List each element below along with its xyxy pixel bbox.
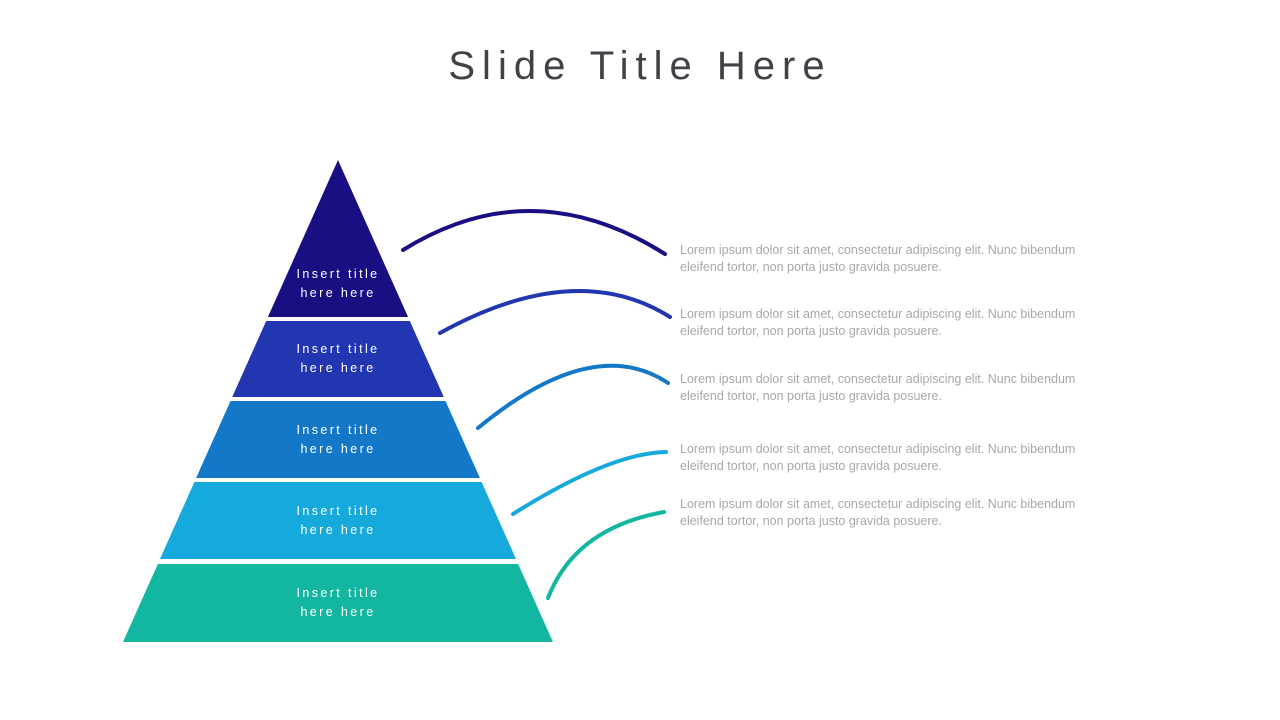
- pyramid-level-5-label-line2: here here: [300, 605, 376, 619]
- level-description-5: Lorem ipsum dolor sit amet, consectetur …: [680, 497, 1076, 528]
- pyramid-level-1-label: Insert title here here: [297, 265, 380, 303]
- pyramid-level-5-label: Insert title here here: [297, 584, 380, 622]
- pyramid-level-4-label-line2: here here: [300, 522, 376, 537]
- connector-arc-5: [546, 510, 666, 600]
- pyramid-level-2-label-line1: Insert title: [296, 342, 380, 356]
- slide-title: Slide Title Here: [448, 44, 832, 88]
- pyramid: Insert title here here Insert title here…: [123, 160, 553, 642]
- pyramid-level-3: Insert title here here: [196, 401, 480, 478]
- pyramid-level-2-label-line2: here here: [300, 361, 376, 375]
- pyramid-level-4-label: Insert title here here: [297, 502, 380, 540]
- pyramid-level-2-label: Insert title here here: [297, 340, 380, 378]
- level-description-2: Lorem ipsum dolor sit amet, consectetur …: [680, 307, 1076, 338]
- pyramid-level-1-label-line2: here here: [300, 286, 376, 300]
- pyramid-level-5: Insert title here here: [123, 564, 553, 642]
- pyramid-level-5-label-line1: Insert title: [296, 586, 380, 600]
- pyramid-level-4: Insert title here here: [159, 482, 517, 559]
- pyramid-level-1-label-line1: Insert title: [296, 267, 380, 281]
- level-description-4: Lorem ipsum dolor sit amet, consectetur …: [680, 442, 1076, 473]
- pyramid-level-3-label: Insert title here here: [297, 421, 380, 459]
- level-description-1: Lorem ipsum dolor sit amet, consectetur …: [680, 243, 1076, 274]
- level-description-3: Lorem ipsum dolor sit amet, consectetur …: [680, 372, 1076, 403]
- pyramid-level-1: Insert title here here: [267, 160, 409, 317]
- pyramid-level-4-label-line1: Insert title: [296, 503, 380, 518]
- pyramid-level-2: Insert title here here: [232, 321, 444, 397]
- pyramid-level-3-label-line2: here here: [300, 441, 376, 456]
- pyramid-level-3-label-line1: Insert title: [296, 422, 380, 437]
